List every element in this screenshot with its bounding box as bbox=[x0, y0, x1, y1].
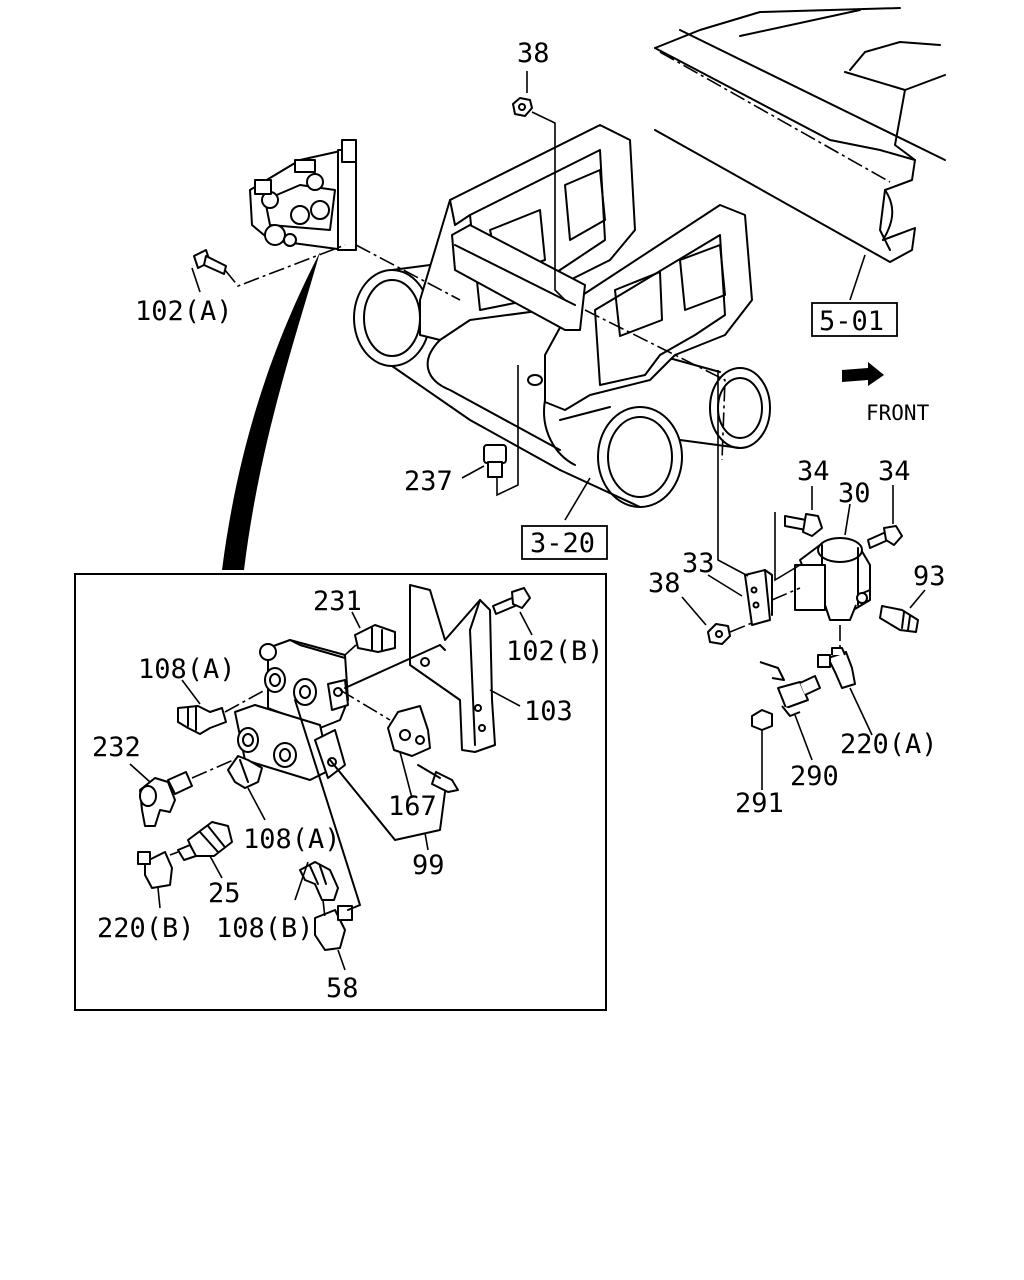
label-front: FRONT bbox=[866, 401, 930, 425]
valve-290-icon bbox=[759, 661, 821, 717]
label-34-left: 34 bbox=[797, 456, 830, 487]
bracket-103-icon bbox=[409, 584, 496, 753]
label-34-right: 34 bbox=[878, 456, 911, 487]
ref-box-3-20 bbox=[521, 525, 608, 560]
label-290: 290 bbox=[790, 761, 839, 792]
nut-38-icon bbox=[512, 97, 533, 117]
tee-58-icon bbox=[314, 905, 353, 951]
detail-inset-frame bbox=[74, 573, 607, 1011]
bolt-102a-icon bbox=[193, 249, 227, 275]
bolt-102b-icon bbox=[492, 587, 531, 615]
bolt-34-left-icon bbox=[784, 513, 823, 537]
label-99: 99 bbox=[412, 850, 445, 881]
plate-167-icon bbox=[387, 705, 431, 757]
grommet-icon bbox=[527, 374, 543, 386]
front-arrow-icon bbox=[842, 362, 884, 386]
label-25: 25 bbox=[208, 878, 241, 909]
label-102b: 102(B) bbox=[506, 636, 604, 667]
label-108b: 108(B) bbox=[216, 913, 314, 944]
label-33: 33 bbox=[682, 548, 715, 579]
fitting-231-icon bbox=[354, 624, 396, 653]
mounting-brackets bbox=[419, 124, 753, 466]
label-102a: 102(A) bbox=[135, 296, 233, 327]
bolt-34-right-icon bbox=[867, 525, 903, 549]
air-tanks bbox=[353, 257, 771, 508]
valve-assembly-upper bbox=[249, 139, 357, 251]
fitting-93-icon bbox=[879, 605, 919, 633]
elbow-108a-top-icon bbox=[177, 705, 227, 735]
label-237: 237 bbox=[404, 466, 453, 497]
label-30: 30 bbox=[838, 478, 871, 509]
valve-30-assembly bbox=[794, 537, 871, 621]
label-38-top: 38 bbox=[517, 38, 550, 69]
callout-wedge bbox=[222, 252, 320, 570]
bracket-33-icon bbox=[744, 569, 773, 626]
label-108a-mid: 108(A) bbox=[243, 824, 341, 855]
label-232: 232 bbox=[92, 732, 141, 763]
frame-rail bbox=[654, 7, 946, 263]
label-38-right: 38 bbox=[648, 568, 681, 599]
label-108a-top: 108(A) bbox=[138, 654, 236, 685]
label-3-20: 3-20 bbox=[530, 528, 595, 559]
part-labels: 38 102(A) 5-01 FRONT 237 3-20 34 30 34 9… bbox=[92, 38, 946, 1004]
sensor-25-icon bbox=[177, 821, 233, 861]
label-5-01: 5-01 bbox=[819, 306, 884, 337]
label-103: 103 bbox=[524, 696, 573, 727]
label-93: 93 bbox=[913, 561, 946, 592]
label-291: 291 bbox=[735, 788, 784, 819]
valve-block-icon bbox=[234, 639, 349, 781]
nut-38-right-icon bbox=[707, 623, 731, 645]
sensor-237-icon bbox=[483, 444, 507, 478]
label-220b: 220(B) bbox=[97, 913, 195, 944]
tee-220b-icon bbox=[137, 851, 173, 889]
label-58: 58 bbox=[326, 973, 359, 1004]
ref-box-5-01 bbox=[811, 302, 898, 337]
label-167: 167 bbox=[388, 791, 437, 822]
elbow-108a-mid-icon bbox=[227, 755, 263, 789]
label-220a: 220(A) bbox=[840, 729, 938, 760]
fitting-220a-icon bbox=[817, 647, 856, 689]
label-231: 231 bbox=[313, 586, 362, 617]
elbow-232-icon bbox=[139, 771, 193, 827]
nut-291-icon bbox=[751, 709, 773, 731]
elbow-108b-icon bbox=[299, 861, 339, 901]
